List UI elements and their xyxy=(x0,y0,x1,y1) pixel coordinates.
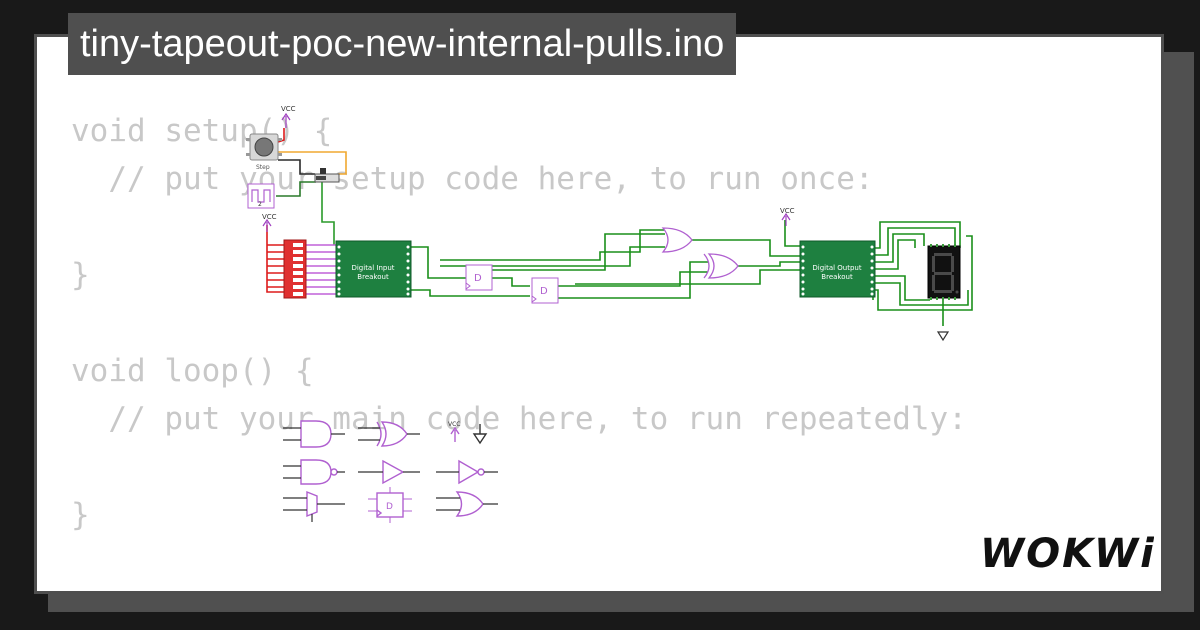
vcc-label: VCC xyxy=(448,421,460,428)
step-pushbutton[interactable] xyxy=(246,133,282,161)
slide-switch[interactable] xyxy=(314,168,340,183)
xor-gate-part[interactable] xyxy=(358,421,420,447)
step-label: Step xyxy=(256,164,270,171)
d-flipflop[interactable] xyxy=(531,277,559,304)
code-line: } xyxy=(71,497,90,533)
nand-gate-part[interactable] xyxy=(283,459,345,485)
seven-segment-display[interactable] xyxy=(927,244,961,300)
flipflop-label: D xyxy=(474,273,482,284)
clock-generator[interactable] xyxy=(247,183,275,209)
flipflop-label: D xyxy=(540,286,548,297)
d-flipflop-part[interactable] xyxy=(368,487,412,523)
sketch-title: tiny-tapeout-poc-new-internal-pulls.ino xyxy=(68,13,737,75)
digital-input-breakout[interactable] xyxy=(335,240,412,298)
mux-part[interactable] xyxy=(283,490,345,522)
or-gate-part[interactable] xyxy=(436,491,498,517)
output-breakout-label: Digital Output xyxy=(812,264,861,272)
ground-part[interactable] xyxy=(472,424,488,445)
code-line: } xyxy=(71,257,90,293)
not-gate-part[interactable] xyxy=(436,459,498,485)
digital-output-breakout[interactable] xyxy=(799,240,876,298)
wokwi-wordmark: WOKWi xyxy=(980,531,1154,577)
flipflop-label: D xyxy=(386,502,393,512)
wokwi-logo: WOKWi xyxy=(980,531,1154,577)
parts-palette xyxy=(283,420,498,523)
vcc-symbol[interactable] xyxy=(281,112,291,128)
and-gate-part[interactable] xyxy=(283,420,345,448)
input-breakout-label: Breakout xyxy=(357,273,389,281)
vcc-symbol[interactable] xyxy=(781,212,791,226)
code-line: void loop() { xyxy=(71,353,314,389)
wires xyxy=(266,128,973,326)
output-breakout-label: Breakout xyxy=(821,273,853,281)
preview-card: void setup() { // put your setup code he… xyxy=(34,34,1164,594)
vcc-label: VCC xyxy=(281,105,296,113)
buffer-part[interactable] xyxy=(358,459,420,485)
clock-label: 2 xyxy=(258,201,262,208)
d-flipflop[interactable] xyxy=(465,264,493,291)
xor-gate[interactable] xyxy=(703,253,739,279)
or-gate[interactable] xyxy=(661,227,693,253)
input-breakout-label: Digital Input xyxy=(351,264,394,272)
dip-switch[interactable] xyxy=(283,239,307,299)
vcc-symbol[interactable] xyxy=(262,218,272,232)
vcc-label: VCC xyxy=(780,207,795,215)
vcc-part[interactable] xyxy=(450,426,460,442)
ground-symbol[interactable] xyxy=(936,331,950,342)
vcc-label: VCC xyxy=(262,213,277,221)
